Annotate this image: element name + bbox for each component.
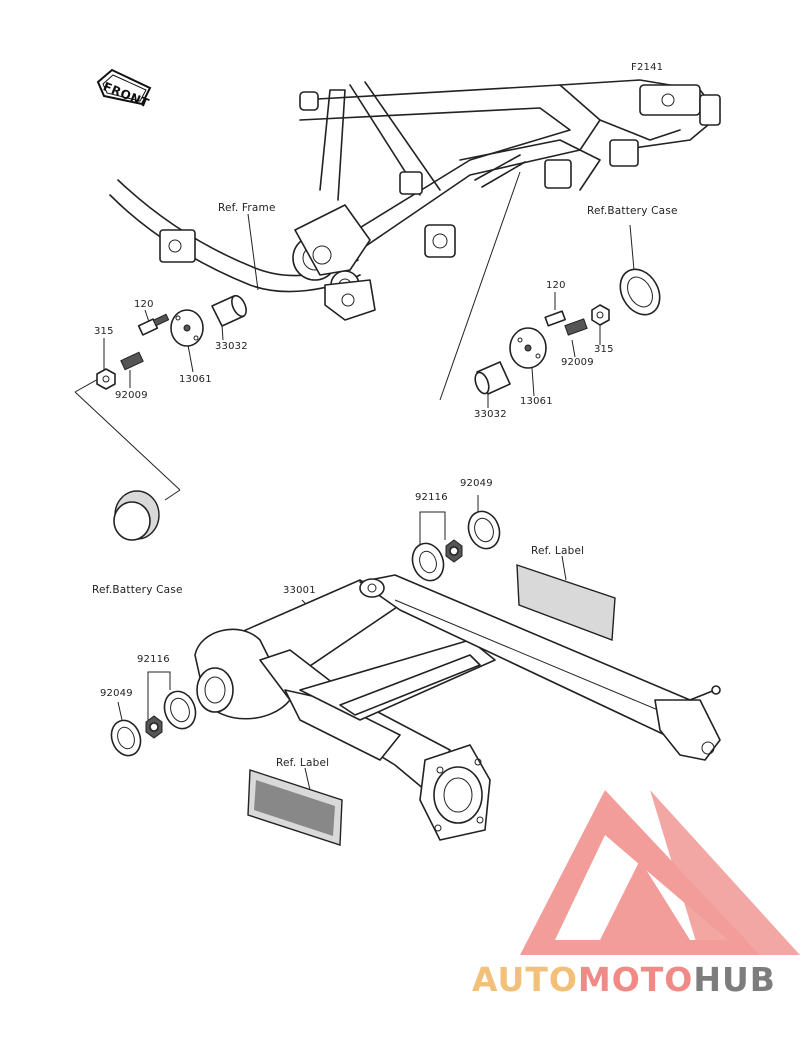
watermark-text: AUTOMOTOHUB <box>472 960 776 999</box>
part-120-right: 120 <box>546 280 566 291</box>
battery-case-grommet-left <box>113 490 160 541</box>
ref-label-top-label: Ref. Label <box>531 545 585 557</box>
part-13061-left: 13061 <box>179 374 212 385</box>
part-92116-left: 92116 <box>137 654 170 665</box>
part-92009-right: 92009 <box>561 357 594 368</box>
part-92009-left: 92009 <box>115 390 148 401</box>
left-mount-parts <box>96 294 247 390</box>
watermark-logo-icon <box>520 790 800 955</box>
ref-label-top-box <box>516 564 616 641</box>
ref-frame-label: Ref. Frame <box>218 202 276 214</box>
part-92049-top: 92049 <box>460 478 493 489</box>
diagram-code: F2141 <box>631 62 664 73</box>
watermark-part1: AUTO <box>472 960 578 999</box>
swingarm-bearings-top <box>411 510 501 582</box>
ref-label-bottom-label: Ref. Label <box>276 757 330 769</box>
ref-battery-case-left-label: Ref.Battery Case <box>92 584 183 596</box>
part-315-left: 315 <box>94 326 114 337</box>
swingarm-bearings-left <box>110 690 197 757</box>
swingarm-illustration <box>194 574 721 841</box>
watermark-part3: HUB <box>693 960 776 999</box>
part-315-right: 315 <box>594 344 614 355</box>
part-120-left: 120 <box>134 299 154 310</box>
frame-illustration <box>109 79 721 321</box>
part-33032-right: 33032 <box>474 409 507 420</box>
ref-battery-case-right-label: Ref.Battery Case <box>587 205 678 217</box>
front-arrow-icon <box>96 68 152 106</box>
part-92116-top: 92116 <box>415 492 448 503</box>
part-33032-left: 33032 <box>215 341 248 352</box>
part-33001: 33001 <box>283 585 316 596</box>
ref-label-bottom-box <box>247 769 343 846</box>
part-13061-right: 13061 <box>520 396 553 407</box>
part-92049-left: 92049 <box>100 688 133 699</box>
right-mount-parts <box>474 268 661 395</box>
watermark-part2: MOTO <box>577 960 694 999</box>
